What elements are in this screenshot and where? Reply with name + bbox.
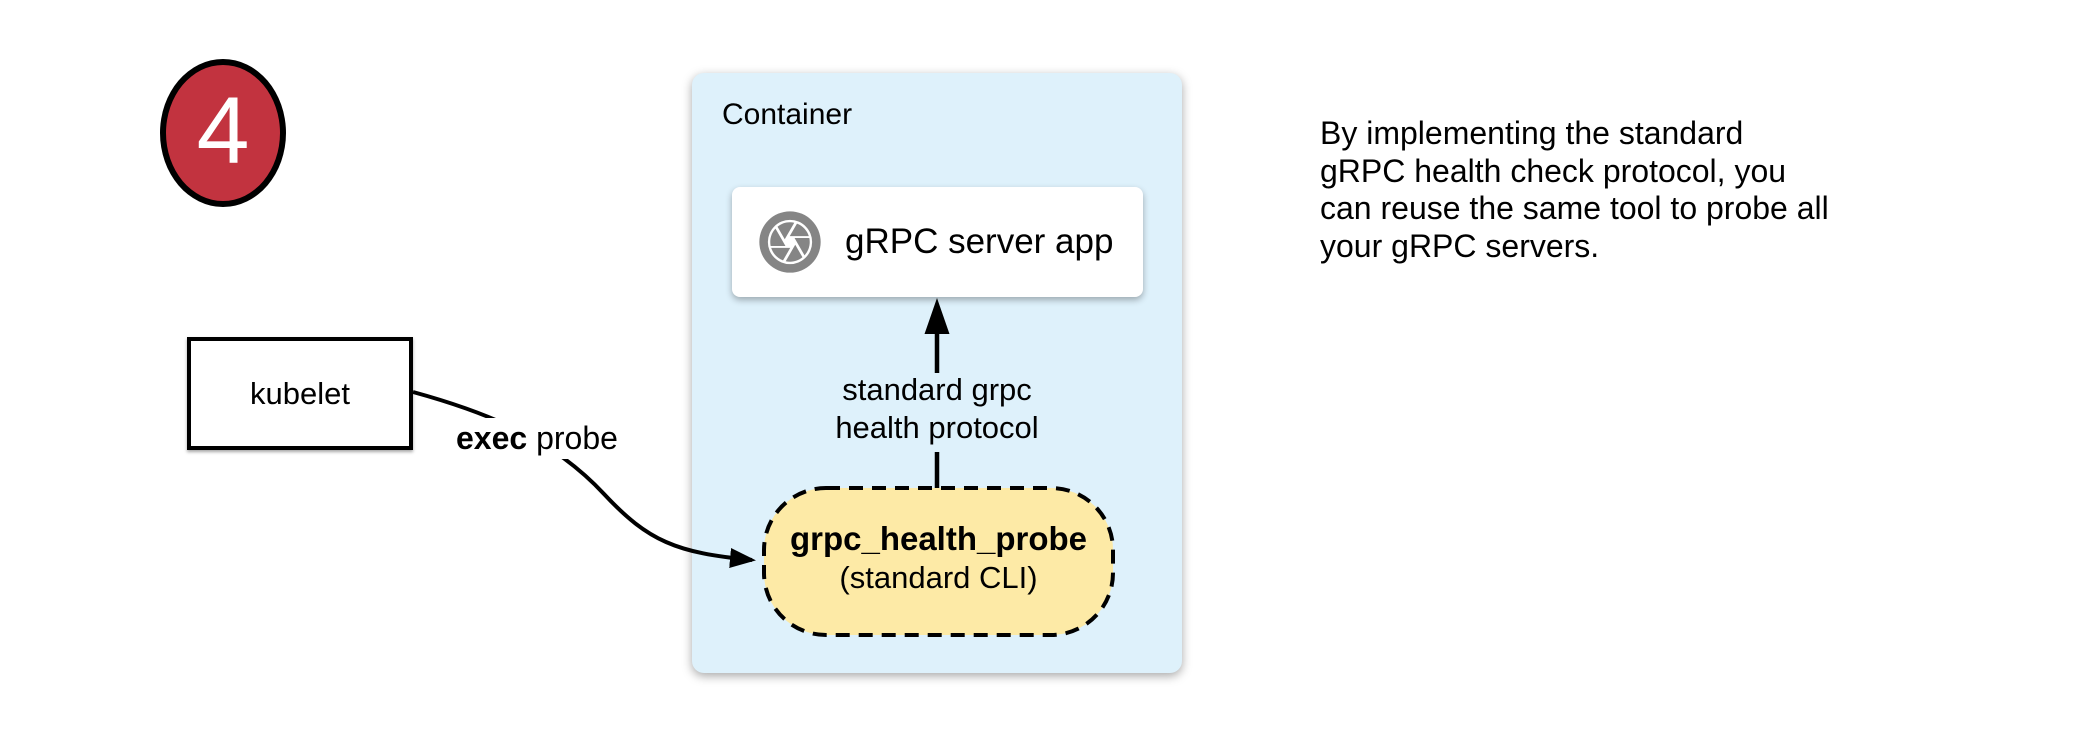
grpc-server-label: gRPC server app bbox=[845, 222, 1114, 261]
grpc-server-box: gRPC server app bbox=[732, 187, 1143, 297]
exec-probe-keyword: exec bbox=[456, 420, 528, 456]
note-line: can reuse the same tool to probe all bbox=[1320, 190, 1829, 226]
note-text: By implementing the standard gRPC health… bbox=[1320, 115, 1829, 265]
probe-pill-subtitle: (standard CLI) bbox=[839, 560, 1038, 595]
step-number: 4 bbox=[196, 77, 250, 184]
exec-probe-label: exec probe bbox=[448, 418, 626, 459]
note-line: your gRPC servers. bbox=[1320, 227, 1600, 264]
probe-pill-title: grpc_health_probe bbox=[789, 520, 1088, 557]
step-badge: 4 bbox=[160, 59, 286, 207]
health-protocol-line2: health protocol bbox=[835, 410, 1039, 445]
exec-probe-rest: probe bbox=[527, 420, 618, 456]
note-line: gRPC health check protocol, you bbox=[1320, 152, 1787, 189]
kubelet-label: kubelet bbox=[250, 375, 350, 411]
grpc-aperture-icon bbox=[759, 211, 821, 273]
health-protocol-label: standard grpc health protocol bbox=[777, 371, 1097, 447]
health-protocol-line1: standard grpc bbox=[842, 372, 1032, 407]
note-line: By implementing the standard bbox=[1320, 115, 1744, 151]
kubelet-box: kubelet bbox=[187, 337, 413, 450]
container-title: Container bbox=[722, 98, 853, 131]
